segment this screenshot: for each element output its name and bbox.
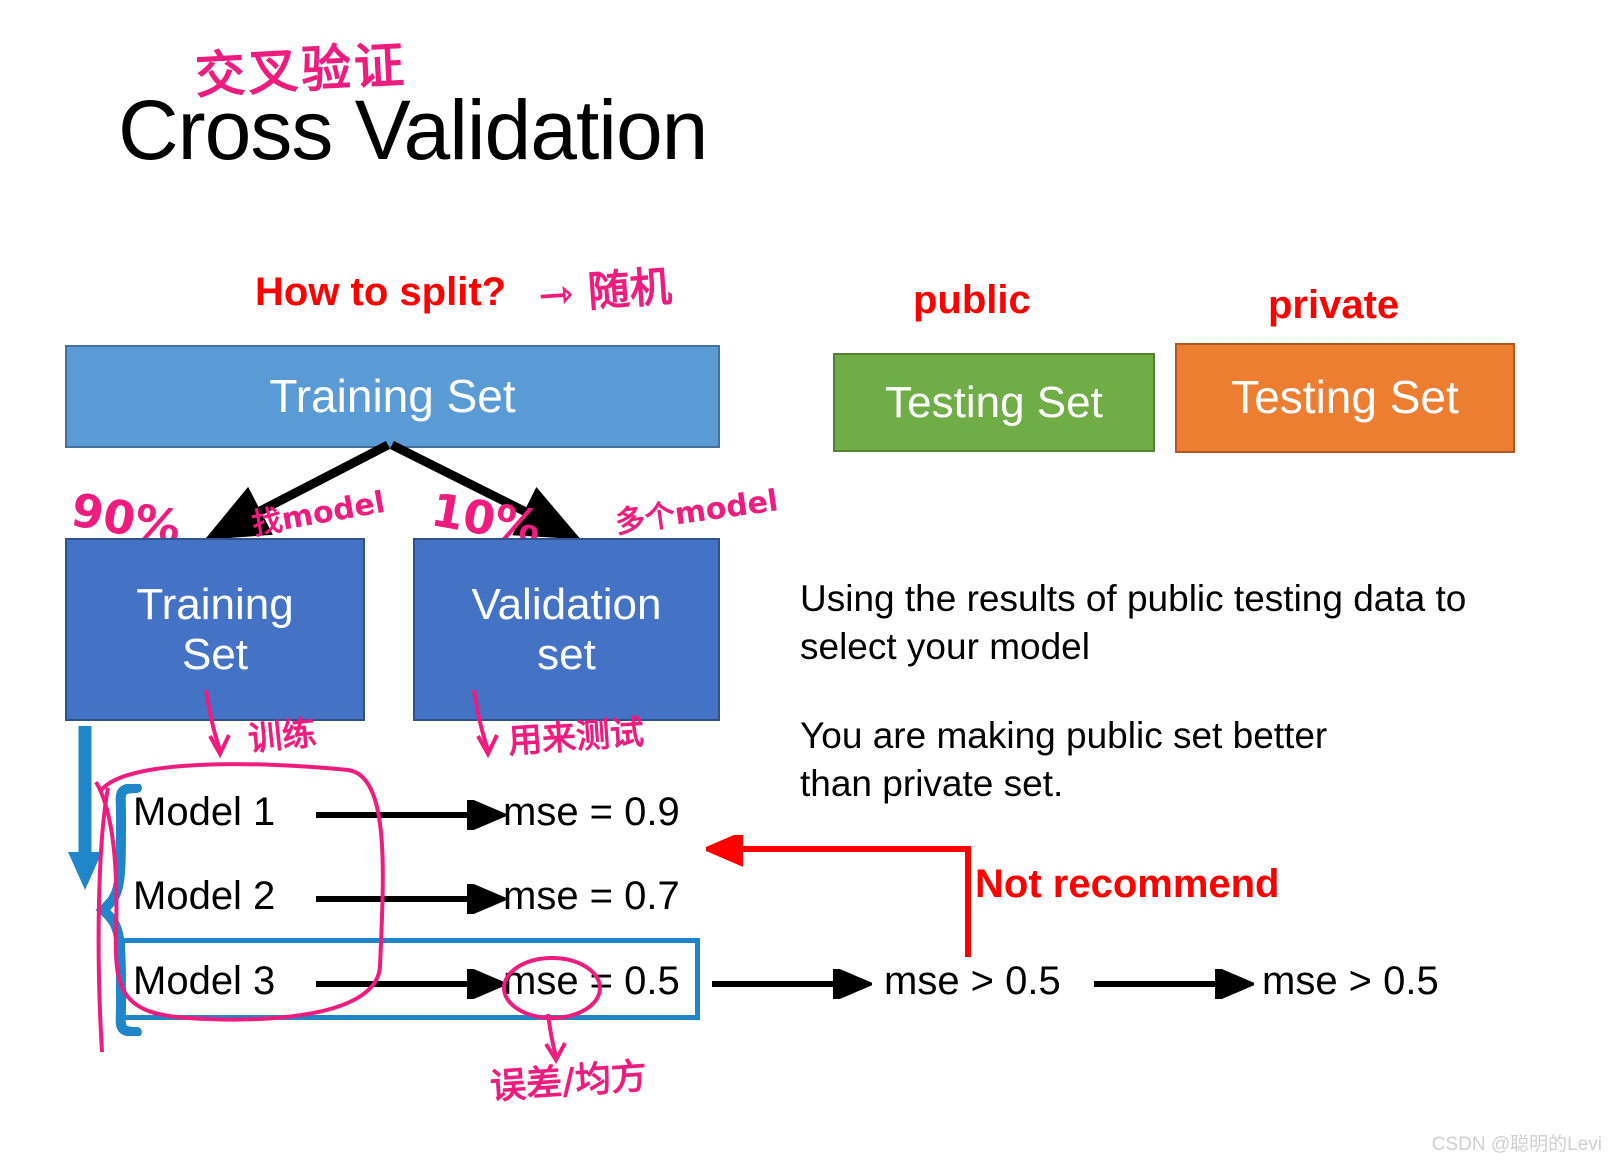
explanation-paragraph-1: Using the results of public testing data… — [800, 578, 1467, 668]
handwriting-multi-model: 多个model — [613, 483, 781, 541]
explanation-paragraph-2: You are making public set better than pr… — [800, 715, 1328, 805]
page-title: Cross Validation — [118, 83, 708, 177]
how-to-split-label: How to split? — [255, 270, 507, 314]
model-row-name: Model 3 — [133, 959, 276, 1003]
public-testing-set-box: Testing Set — [833, 353, 1155, 452]
model-row-result: mse = 0.9 — [503, 790, 680, 834]
handwriting-random-cn: ⇾ 随机 — [536, 261, 674, 320]
public-label: public — [913, 278, 1031, 322]
handwriting-arrow-train — [204, 689, 231, 759]
model-row-result: mse = 0.7 — [503, 874, 680, 918]
watermark: CSDN @聪明的Levi — [1431, 1134, 1602, 1155]
public-result-arrow — [712, 969, 872, 999]
handwriting-circle-mse — [502, 956, 602, 1020]
private-label: private — [1268, 283, 1400, 327]
sub-validation-set-box: Validation set — [413, 538, 720, 721]
not-recommend-label: Not recommend — [975, 862, 1280, 906]
handwriting-valid-note: 用来测试 — [506, 712, 646, 762]
handwriting-loop-models — [94, 762, 385, 1053]
private-testing-set-box: Testing Set — [1175, 343, 1515, 453]
private-result-arrow — [1094, 969, 1254, 999]
private-testing-set-label: Testing Set — [1231, 371, 1459, 424]
training-set-box: Training Set — [65, 345, 720, 448]
handwriting-mse-note: 误差/均方 — [488, 1056, 649, 1108]
private-result-label: mse > 0.5 — [1262, 959, 1439, 1003]
selected-model-highlight — [120, 938, 700, 1020]
public-testing-set-label: Testing Set — [885, 377, 1103, 427]
model-row-arrow — [316, 800, 506, 830]
model-row-arrow — [316, 969, 506, 999]
sub-training-set-line1: Training — [136, 580, 294, 630]
model-row-name: Model 1 — [133, 790, 276, 834]
model-row-result: mse = 0.5 — [503, 959, 680, 1003]
handwriting-arrow-valid — [472, 689, 499, 759]
flow-down-arrow — [68, 726, 102, 890]
sub-training-set-line2: Set — [181, 629, 249, 679]
training-set-label: Training Set — [269, 369, 516, 422]
sub-training-set-box: Training Set — [65, 538, 365, 721]
sub-validation-set-line2: set — [537, 629, 596, 679]
model-row-arrow — [316, 884, 506, 914]
split-arrows — [204, 440, 581, 540]
sub-validation-set-line1: Validation — [471, 580, 662, 630]
model-row-name: Model 2 — [133, 874, 276, 918]
public-result-label: mse > 0.5 — [884, 959, 1061, 1003]
not-recommend-arrow — [706, 835, 971, 957]
handwriting-arrow-mse-note — [544, 1013, 567, 1065]
